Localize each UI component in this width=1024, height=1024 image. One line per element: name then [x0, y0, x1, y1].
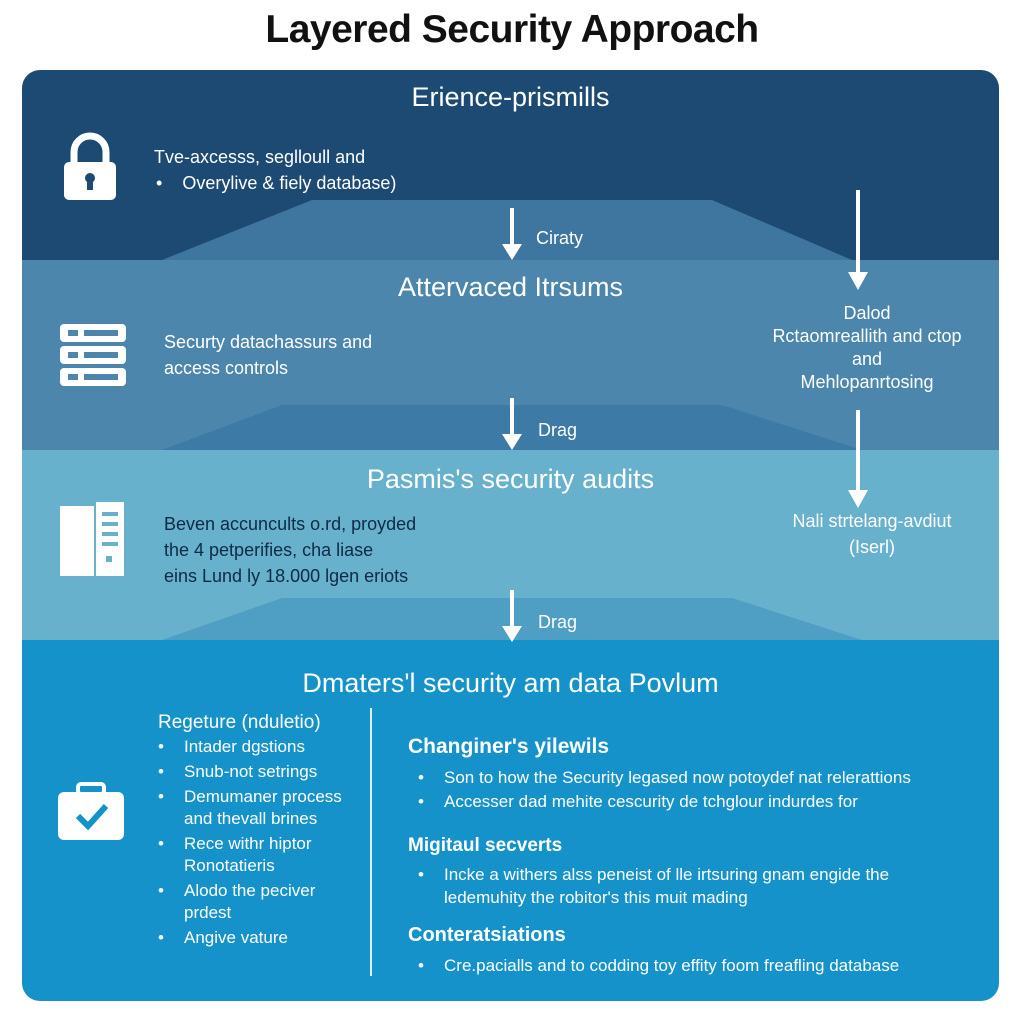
list-item: Incke a withers alss peneist of lle irts… — [418, 863, 938, 909]
arrow-down-icon — [502, 590, 522, 642]
layer-2-side-line: and — [851, 349, 883, 369]
layer-3-side-line: (Iserl) — [849, 537, 895, 557]
list-item: Intader dgstions — [158, 736, 358, 758]
arrow-down-icon — [502, 398, 522, 450]
list-item: Demumaner process and thevall brines — [158, 786, 358, 830]
list-item: Rece withr hiptor Ronotatieris — [158, 833, 358, 877]
layer-1-line-2: • Overylive & fiely database) — [156, 173, 397, 193]
list-item: Cre.pacialls and to codding toy effity f… — [418, 954, 988, 978]
arrow-down-icon — [502, 208, 522, 260]
briefcase-check-icon — [56, 782, 126, 847]
layer-1-heading: Erience-prismills — [411, 82, 610, 112]
list-item: Accesser dad mehite cescurity de tchglou… — [418, 790, 988, 814]
right-section-2-title: Migitaul secverts — [408, 835, 563, 856]
layer-2-side-line: Dalod — [843, 303, 891, 323]
column-divider — [370, 708, 372, 976]
layer-2-side-line: Rctaomreallith and ctop — [772, 326, 962, 346]
arrow-3-label: Drag — [538, 612, 578, 632]
layer-3-line-3: eins Lund ly 18.000 lgen eriots — [164, 566, 409, 586]
right-section-1-title: Changiner's yilewils — [408, 735, 610, 758]
right-section-1-list: Son to how the Security legased now poto… — [418, 766, 988, 814]
list-item: Snub-not setrings — [158, 761, 358, 783]
transition-1 — [162, 200, 852, 260]
layer-4-heading: Dmaters'l security am data Povlum — [302, 668, 719, 698]
layer-2-line-2: access controls — [164, 358, 289, 378]
right-section-3-list: Cre.pacialls and to codding toy effity f… — [418, 954, 988, 978]
layer-3-line-2: the 4 petperifies, cha liase — [164, 540, 374, 560]
right-section-2-list: Incke a withers alss peneist of lle irts… — [418, 863, 938, 909]
left-list: Intader dgstions Snub-not setrings Demum… — [158, 736, 358, 949]
layer-3-text: Beven accuncults o.rd, proyded the 4 pet… — [164, 511, 416, 589]
lock-icon — [62, 132, 118, 207]
layer-2-side-line: Mehlopanrtosing — [800, 372, 934, 392]
layer-3-side-note: Nali strtelang-avdiut (Iserl) — [757, 508, 987, 560]
right-section-3-title: Conteratsiations — [408, 924, 566, 946]
arrow-2-label: Drag — [538, 420, 578, 440]
layer-3-line-1: Beven accuncults o.rd, proyded — [164, 514, 417, 534]
layers-panel: Erience-prismills Tve-axcesss, seglloull… — [22, 70, 999, 1001]
layer-1-text: Tve-axcesss, seglloull and • Overylive &… — [154, 144, 396, 196]
layer-2-text: Securty datachassurs and access controls — [164, 329, 372, 381]
list-item: Angive vature — [158, 927, 358, 949]
layer-1-line-1: Tve-axcesss, seglloull and — [154, 147, 366, 167]
document-icon — [60, 502, 126, 583]
layer-2-line-1: Securty datachassurs and — [164, 332, 373, 352]
layer-3-heading: Pasmis's security audits — [366, 464, 655, 494]
layer-3-side-line: Nali strtelang-avdiut — [792, 511, 952, 531]
side-arrow-2 — [848, 410, 868, 508]
arrow-1-label: Ciraty — [536, 228, 584, 248]
left-list-title: Regeture (nduletio) — [158, 712, 321, 733]
list-item: Alodo the peciver prdest — [158, 880, 358, 924]
layer-2-heading: Attervaced Itrsums — [397, 272, 624, 302]
page-title: Layered Security Approach — [265, 8, 759, 51]
layer-2-side-note: Dalod Rctaomreallith and ctop and Mehlop… — [752, 302, 982, 394]
side-arrow-1 — [848, 190, 868, 290]
server-icon — [58, 322, 128, 393]
list-item: Son to how the Security legased now poto… — [418, 766, 988, 790]
